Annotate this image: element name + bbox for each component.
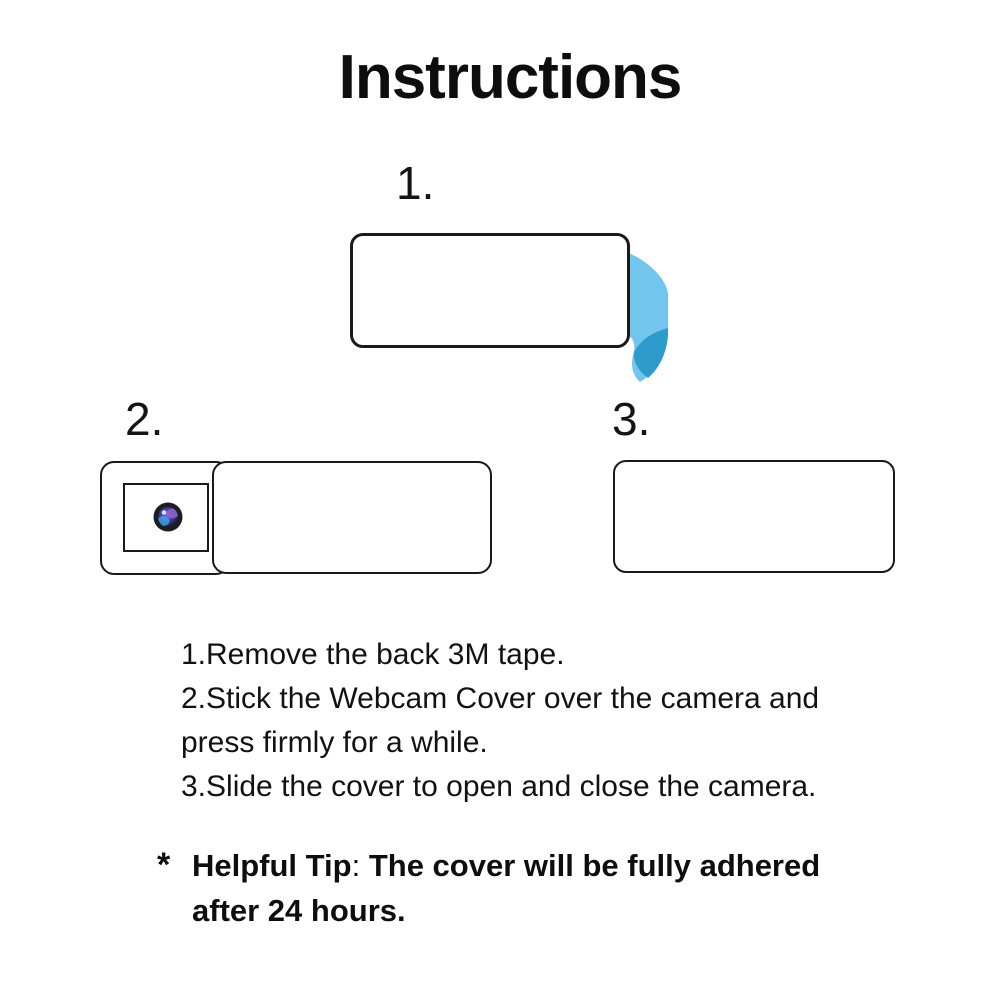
instruction-line-2: 2.Stick the Webcam Cover over the camera… (181, 682, 820, 715)
camera-lens-icon (153, 502, 182, 532)
lens-blue-reflection (157, 516, 169, 526)
tip-asterisk: * (157, 846, 171, 884)
step-1-label: 1. (396, 157, 435, 209)
tip-text: Helpful Tip: The cover will be fully adh… (192, 843, 820, 933)
tip-line-1-text: The cover will be fully adhered (368, 848, 821, 883)
figure-cover-back-with-tape (350, 233, 630, 348)
tip-separator: : (351, 848, 369, 883)
tip-line-1: Helpful Tip: The cover will be fully adh… (192, 843, 820, 888)
camera-window (122, 483, 209, 552)
step-3-label: 3. (612, 393, 651, 445)
tip-line-2: after 24 hours. (192, 893, 406, 928)
lens-purple-reflection (166, 508, 178, 519)
step-2-label: 2. (125, 393, 164, 445)
instruction-line-1: 1.Remove the back 3M tape. (181, 638, 565, 671)
tip-label: Helpful Tip (192, 848, 352, 883)
figure-cover-slider (212, 461, 492, 574)
instruction-line-2-wrap: press firmly for a while. (181, 726, 488, 759)
page-title: Instructions (338, 43, 683, 112)
figure-cover-base (100, 461, 230, 575)
helpful-tip: * Helpful Tip: The cover will be fully a… (157, 843, 820, 933)
tape-curl-underside (633, 328, 668, 378)
figure-cover-closed (613, 460, 895, 573)
lens-glint (161, 510, 166, 515)
instruction-line-3: 3.Slide the cover to open and close the … (181, 770, 817, 803)
instruction-list: 1.Remove the back 3M tape. 2.Stick the W… (181, 633, 819, 809)
